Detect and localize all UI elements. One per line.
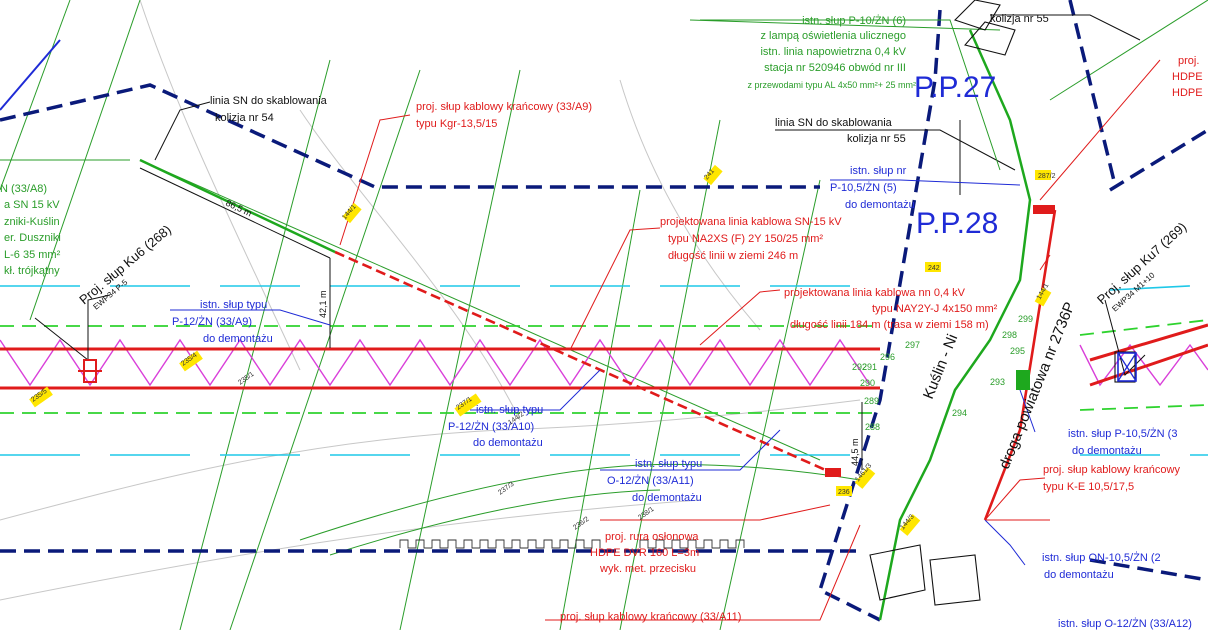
green-left-6: kł. trójkątny	[4, 265, 60, 277]
sn-cable	[334, 209, 1057, 521]
dim-421-label: 42,1 m	[318, 290, 328, 318]
blue-p12-a9-2: P-12/ŻN (33/A9)	[172, 315, 252, 328]
blue-p12-a10-3: do demontażu	[473, 437, 543, 449]
svg-text:294: 294	[952, 408, 967, 418]
svg-text:298: 298	[1002, 330, 1017, 340]
sn-left-label-1: linia SN do skablowania	[210, 95, 328, 107]
sn-left-label-2: kolizja nr 54	[215, 112, 274, 124]
blue-o12-a11-2: O-12/ŻN (33/A11)	[607, 474, 694, 487]
svg-text:296: 296	[880, 352, 895, 362]
ku6-label: Proj. słup Ku6 (268)	[76, 222, 174, 307]
magenta-zigzag	[0, 338, 871, 387]
kolizja-top-label: kolizja nr 55	[990, 13, 1049, 25]
blue-p12-a10-1: istn. słup typu	[476, 404, 543, 416]
point-numbers: 288 289 290 291 292 293 294 295 296 297 …	[852, 314, 1033, 432]
svg-text:295: 295	[1010, 346, 1025, 356]
ku7-label: Proj. słup Ku7 (269)	[1094, 219, 1189, 307]
red-top-right-2: HDPE	[1172, 71, 1203, 83]
red-ke-2: typu K-E 10,5/17,5	[1043, 481, 1134, 493]
blue-o12-a11-1: istn. słup typu	[635, 458, 702, 470]
green-left-4: er. Duszniki	[4, 232, 61, 244]
blue-diagonal-line	[0, 39, 61, 111]
red-proj-sn-3: długość linii w ziemi 246 m	[668, 250, 798, 262]
green-left-1: N (33/A8)	[0, 183, 47, 195]
svg-text:288: 288	[865, 422, 880, 432]
sn-right-label-1: linia SN do skablowania	[775, 117, 893, 129]
leader-lines	[154, 14, 1161, 621]
dim-445-label: 44,5 m	[850, 438, 860, 466]
blue-o12-a11-3: do demontażu	[632, 492, 702, 504]
blue-p12-a10-2: P-12/ŻN (33/A10)	[448, 420, 534, 433]
blue-on105-2: do demontażu	[1044, 569, 1114, 581]
parcel-label: 242	[928, 265, 940, 272]
buildings	[869, 0, 1136, 606]
parcel-label: 235/1	[237, 371, 255, 387]
blue-on105-1: istn. słup ON-10,5/ŻN (2	[1042, 551, 1161, 564]
red-top-right-1: proj.	[1178, 55, 1199, 67]
svg-text:292: 292	[852, 362, 867, 372]
dimension-lines	[34, 120, 1146, 470]
fence-comb	[399, 539, 601, 549]
blue-p105-right-1: istn. słup P-10,5/ŻN (3	[1068, 427, 1177, 440]
green-top-label-4: stacja nr 520946 obwód nr III	[764, 62, 906, 74]
blue-p105-right-2: do demontażu	[1072, 445, 1142, 457]
parcel-label: 287/2	[1038, 173, 1056, 180]
red-proj-sn-2: typu NA2XS (F) 2Y 150/25 mm²	[668, 233, 823, 245]
svg-text:299: 299	[1018, 314, 1033, 324]
svg-text:293: 293	[990, 377, 1005, 387]
red-top-right-3: HDPE	[1172, 87, 1203, 99]
red-bottom-label: proj. słup kablowy krańcowy (33/A11)	[560, 611, 741, 623]
red-rura-1: proj. rura osłonowa	[605, 531, 699, 543]
parcel-label: 236	[838, 489, 850, 496]
cyan-lines	[0, 284, 1208, 456]
red-top-left-2: typu Kgr-13,5/15	[416, 118, 497, 130]
blue-p10-1: istn. słup nr	[850, 165, 907, 177]
svg-text:290: 290	[860, 378, 875, 388]
red-rura-2: HDPE DVR 160 L=3m	[590, 547, 699, 559]
green-top-label-1: istn. słup P-10/ŻN (6)	[802, 14, 906, 27]
green-left-3: zniki-Kuślin	[4, 216, 60, 228]
blue-bottom-right-label: istn. słup O-12/ŻN (33/A12)	[1058, 617, 1192, 630]
terrain-contours	[0, 0, 861, 601]
red-ke-1: proj. słup kablowy krańcowy	[1043, 464, 1180, 476]
red-proj-sn-1: projektowana linia kablowa SN-15 kV	[660, 216, 842, 228]
blue-p12-a9-3: do demontażu	[203, 333, 273, 345]
blue-p10-3: do demontażu	[845, 199, 915, 211]
green-left-5: L-6 35 mm²	[4, 249, 61, 261]
parcel-label: 236/2	[572, 516, 590, 532]
sn-right-label-2: kolizja nr 55	[847, 133, 906, 145]
green-top-label-2: z lampą oświetlenia ulicznego	[760, 30, 906, 42]
fence-comb-2	[639, 539, 745, 549]
blue-p12-a9-1: istn. słup typu	[200, 299, 267, 311]
red-proj-nn-3: długość linii 184 m (trasa w ziemi 158 m…	[790, 319, 989, 331]
pp28-label: P.P.28	[916, 207, 998, 240]
green-top-label-3: istn. linia napowietrzna 0,4 kV	[760, 46, 906, 58]
red-top-left-1: proj. słup kablowy krańcowy (33/A9)	[416, 101, 592, 113]
pp27-label: P.P.27	[914, 71, 996, 104]
red-rura-3: wyk. met. przecisku	[599, 563, 696, 575]
green-top-label-5: z przewodami typu AL 4x50 mm²+ 25 mm²	[748, 80, 916, 90]
svg-text:297: 297	[905, 340, 920, 350]
nn-cable	[139, 29, 1032, 621]
green-left-2: a SN 15 kV	[4, 199, 60, 211]
road-green-dashed	[0, 319, 1208, 414]
parcel-highlights	[29, 164, 1052, 536]
parcel-label: 238/1	[637, 506, 655, 522]
red-road-lines	[0, 323, 1208, 390]
red-proj-nn-2: typu NAY2Y-J 4x150 mm²	[872, 303, 998, 315]
red-proj-nn-1: projektowana linia kablowa nn 0,4 kV	[784, 287, 966, 299]
pole-symbols	[78, 205, 1137, 477]
blue-p10-2: P-10,5/ŻN (5)	[830, 181, 897, 194]
svg-text:289: 289	[864, 396, 879, 406]
svg-text:291: 291	[862, 362, 877, 372]
